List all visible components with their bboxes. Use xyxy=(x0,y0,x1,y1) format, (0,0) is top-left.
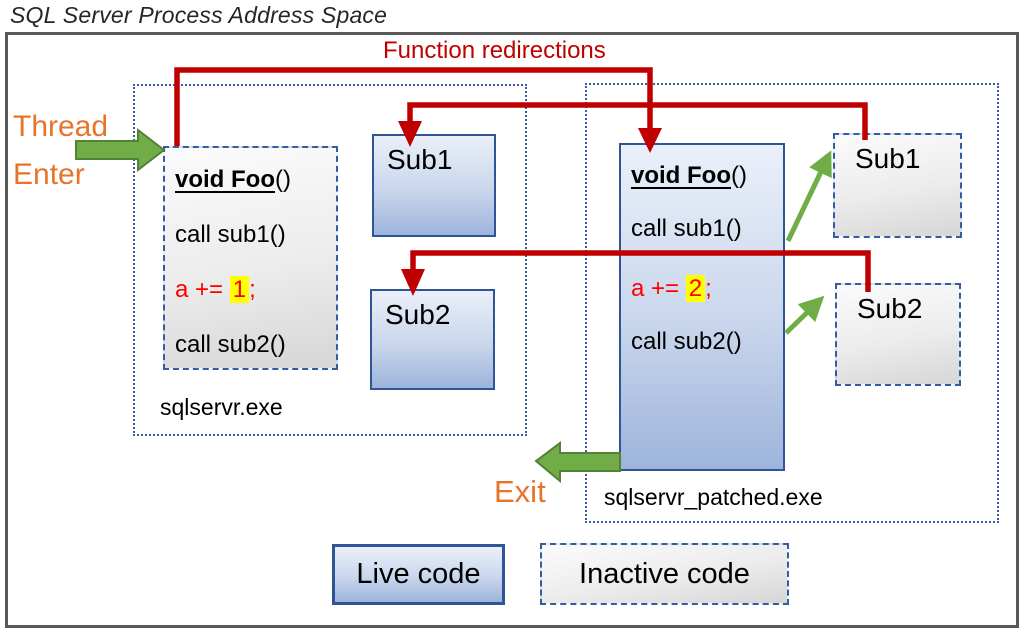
exit-label: Exit xyxy=(494,474,546,509)
label-sqlservr-patched-exe: sqlservr_patched.exe xyxy=(604,484,823,510)
page-title: SQL Server Process Address Space xyxy=(10,2,388,28)
statement-line: a += 1; xyxy=(175,276,256,303)
legend-inactive-code: Inactive code xyxy=(540,543,789,605)
process-box-sqlservr-patched xyxy=(585,83,999,523)
foo-signature: void Foo() xyxy=(631,162,747,189)
highlighted-value: 1 xyxy=(229,276,250,303)
function-redirections-label: Function redirections xyxy=(383,37,606,64)
foo-signature: void Foo() xyxy=(175,166,291,193)
foo-box-patched: void Foo() call sub1() a += 2; call sub2… xyxy=(619,143,785,471)
thread-enter-label: Thread Enter xyxy=(13,110,109,191)
statement-line: a += 2; xyxy=(631,275,712,302)
sub2-box-inactive: Sub2 xyxy=(835,283,961,386)
highlighted-value: 2 xyxy=(685,275,706,302)
foo-box-original: void Foo() call sub1() a += 1; call sub2… xyxy=(163,146,338,370)
call-sub2-line: call sub2() xyxy=(175,331,286,358)
sub2-box-live: Sub2 xyxy=(370,289,495,390)
sub1-box-inactive: Sub1 xyxy=(833,133,962,238)
legend-live-code: Live code xyxy=(332,544,505,605)
call-sub2-line: call sub2() xyxy=(631,328,742,355)
sub1-box-live: Sub1 xyxy=(372,134,496,237)
label-sqlservr-exe: sqlservr.exe xyxy=(160,394,283,420)
call-sub1-line: call sub1() xyxy=(631,215,742,242)
call-sub1-line: call sub1() xyxy=(175,221,286,248)
